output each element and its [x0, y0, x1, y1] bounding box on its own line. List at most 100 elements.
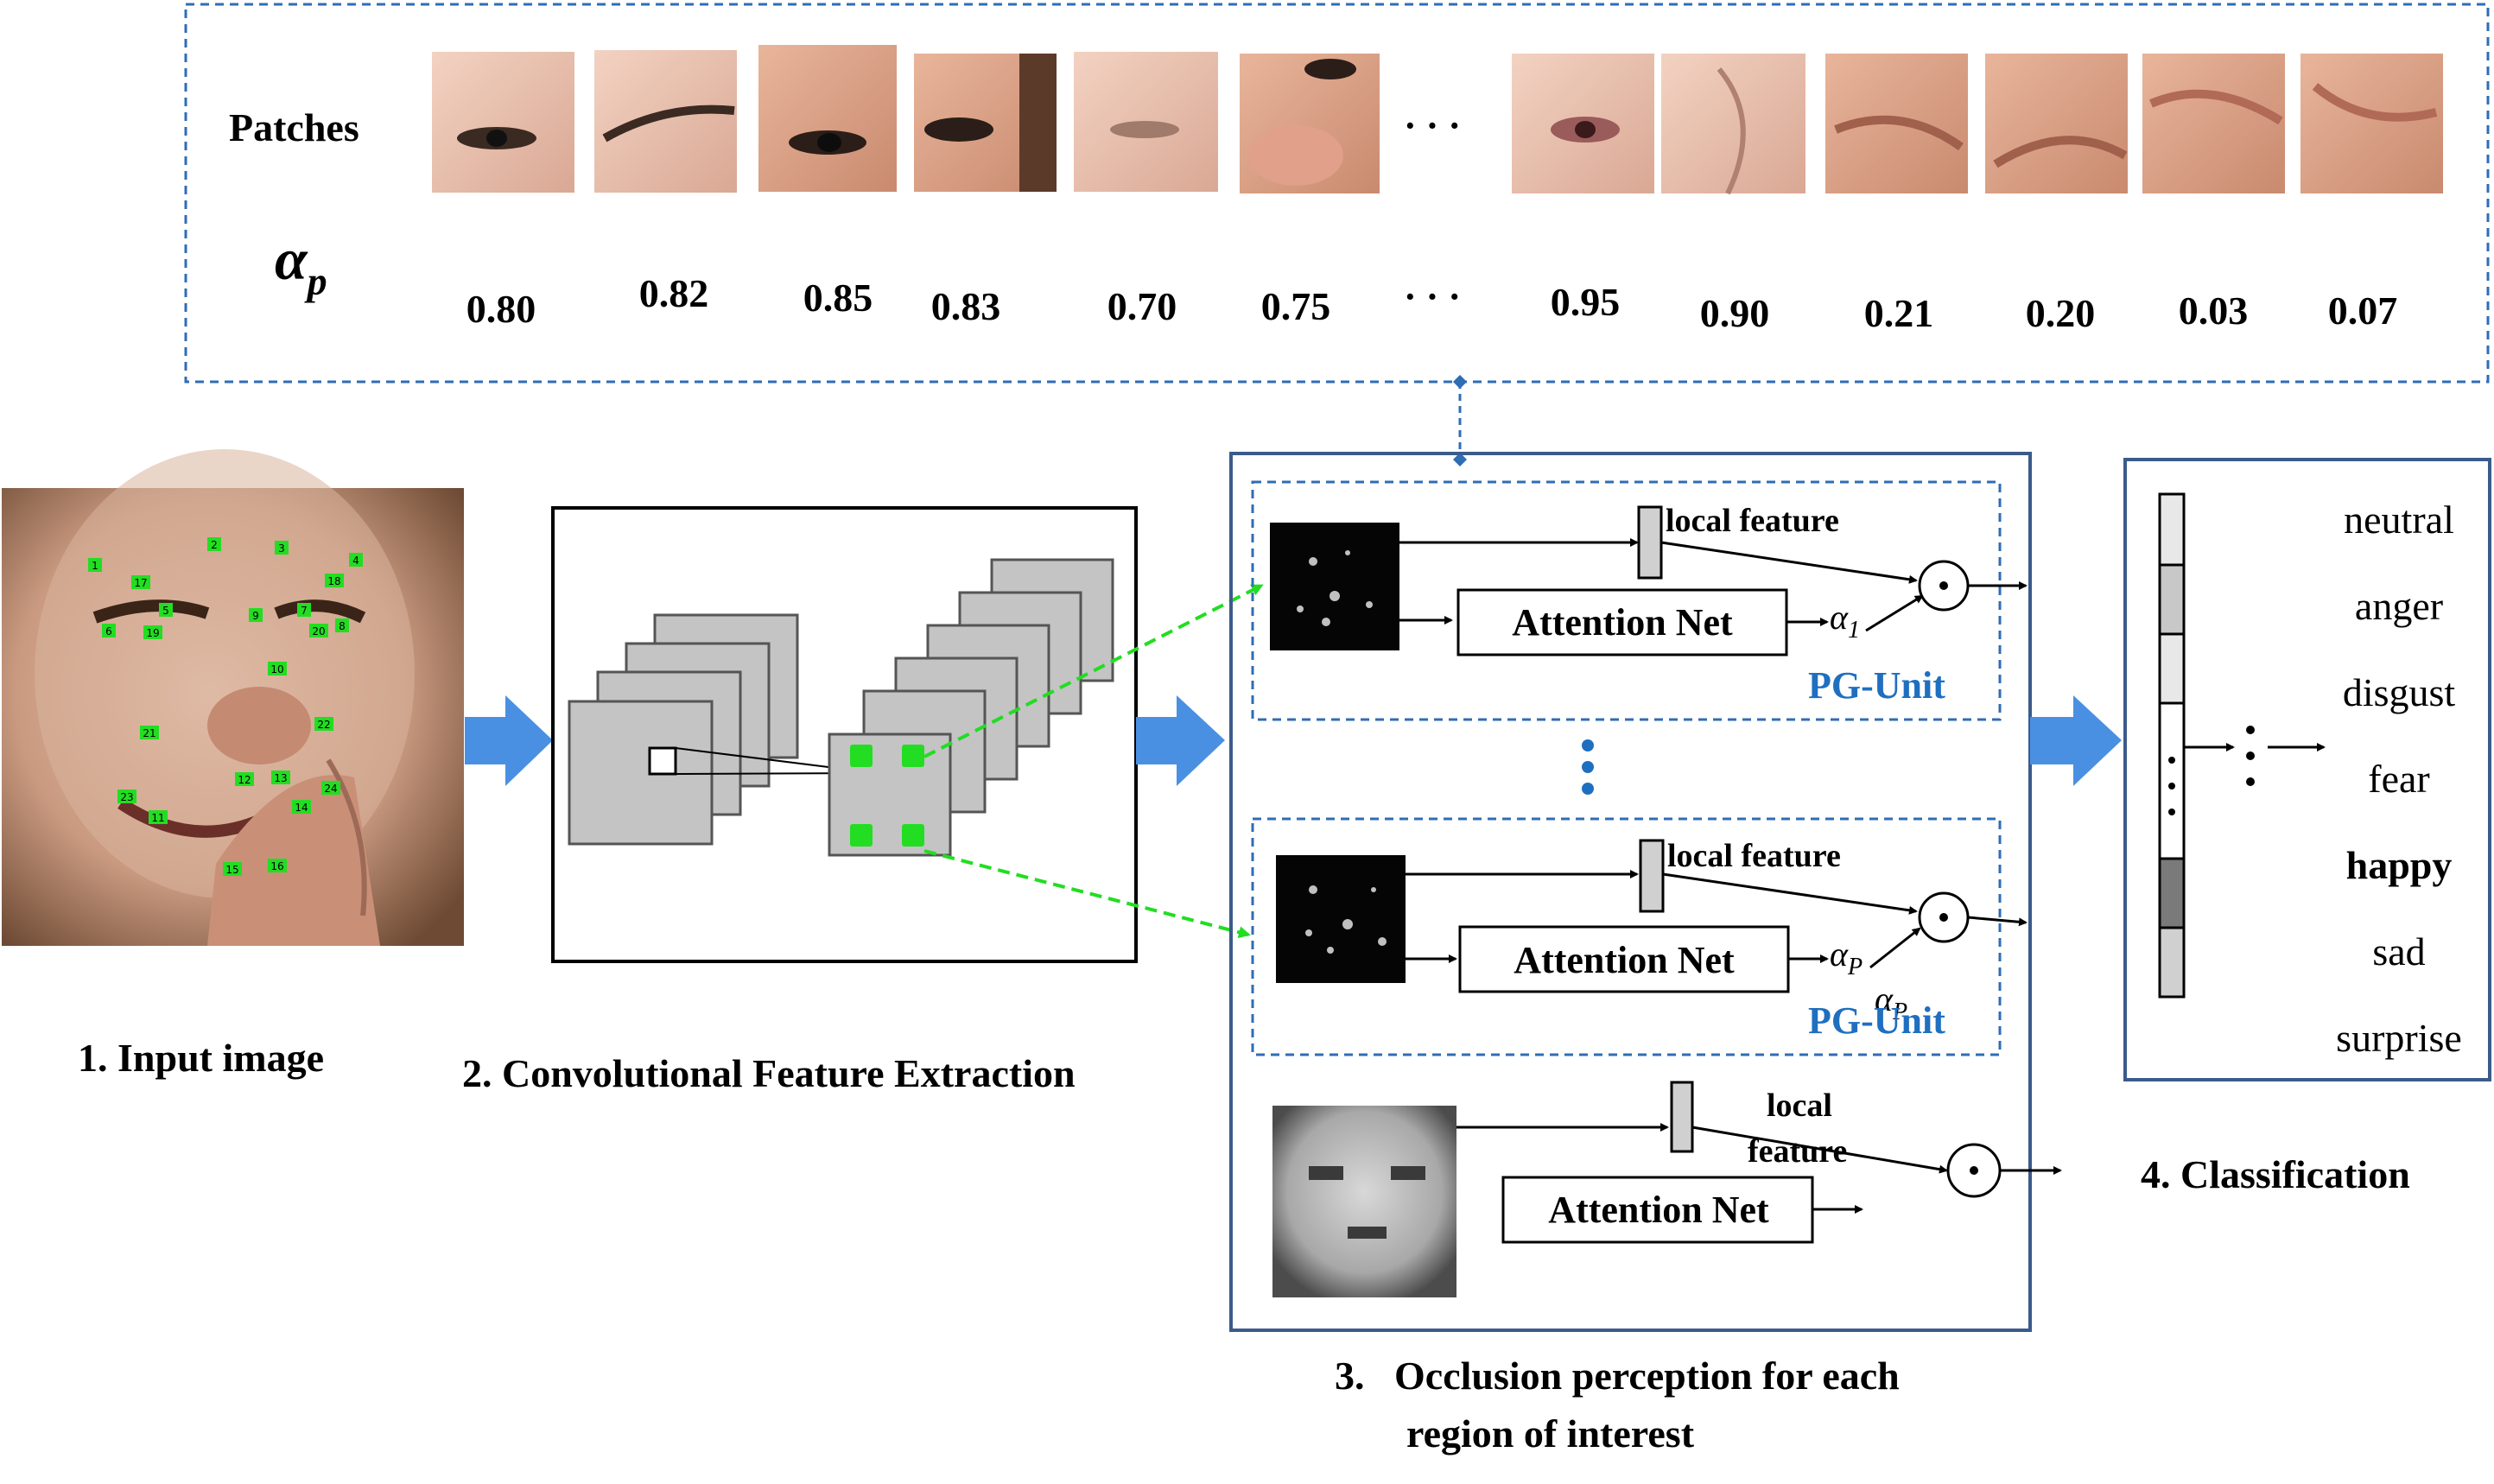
output-vector: [2158, 492, 2186, 999]
svg-text:7: 7: [301, 605, 308, 617]
svg-text:2: 2: [211, 539, 218, 551]
local-feature-bar: [1670, 1081, 1694, 1153]
landmark: 3: [275, 541, 289, 555]
svg-text:19: 19: [146, 627, 159, 639]
feature-to-unit1-arrow: [923, 584, 1264, 758]
flow-arrow: [2030, 695, 2122, 786]
patches-ellipsis: · · ·: [1404, 105, 1461, 147]
patch-image: [2142, 54, 2285, 193]
pg-unit-1-border: [1251, 480, 2002, 721]
input-feature-front: [568, 700, 714, 846]
step1-caption: 1. Input image: [78, 1036, 324, 1080]
svg-text:16: 16: [270, 860, 283, 872]
pg-unit-2: local feature Attention Net αP αP PG-Uni…: [1251, 817, 2028, 1056]
landmark: 20: [309, 624, 328, 637]
landmarks: 1 2 3 4 17 18 5 9 7 6 19 20 8 10 21 22 1…: [88, 537, 363, 876]
pg-unit-label: PG-Unit: [1808, 664, 1945, 707]
svg-text:4: 4: [352, 555, 359, 567]
svg-text:15: 15: [225, 864, 238, 876]
step2-caption: 2. Convolutional Feature Extraction: [462, 1051, 1076, 1095]
patch-image: [2300, 54, 2443, 193]
alpha-value: 0.80: [466, 287, 536, 331]
feature-points: [850, 745, 924, 847]
landmark: 18: [325, 574, 344, 587]
alpha-p-extra-label: αP: [1875, 980, 1907, 1025]
alpha-p-label: αP: [1830, 935, 1863, 980]
landmark: 9: [249, 608, 263, 622]
feature-map-speckle: [1297, 550, 1373, 626]
patch-image: [594, 50, 737, 193]
local-feature-label: local: [1767, 1088, 1832, 1124]
landmark: 14: [292, 800, 311, 814]
local-feature-label: local feature: [1666, 503, 1839, 539]
unit-vdots: [1582, 739, 1594, 795]
landmark: 6: [102, 624, 116, 637]
landmark: 21: [140, 726, 159, 739]
patches-panel-border: [184, 3, 2490, 384]
svg-text:8: 8: [339, 620, 346, 632]
attention-net-label: Attention Net: [1512, 601, 1733, 644]
attention-net-box[interactable]: [1458, 925, 1790, 993]
attention-net-label: Attention Net: [1548, 1189, 1769, 1231]
feature-map-speckle: [1305, 885, 1387, 954]
class-label: fear: [2368, 757, 2429, 801]
feature-map-image: [1276, 855, 1406, 983]
pg-unit-2-border: [1251, 817, 2002, 1056]
alpha-value: 0.95: [1551, 280, 1621, 324]
patches-label: Patches: [229, 105, 359, 149]
alpha-value: 0.82: [639, 271, 709, 315]
patch-image: [1512, 54, 1654, 193]
patch-image: [758, 45, 897, 192]
svg-text:24: 24: [324, 783, 337, 795]
pg-unit-label: PG-Unit: [1808, 999, 1945, 1042]
alpha-value: 0.90: [1700, 291, 1770, 335]
landmark: 8: [335, 618, 349, 632]
alpha-values: 0.80 0.82 0.85 0.83 0.70 0.75 0.95 0.90 …: [466, 271, 2398, 335]
class-label: surprise: [2336, 1016, 2462, 1060]
landmark: 16: [268, 859, 287, 872]
classification-box: neutral anger disgust fear happy sad sur…: [2123, 458, 2491, 1081]
patch-image: [432, 52, 574, 193]
alpha-value: 0.70: [1107, 284, 1177, 328]
local-feature-bar: [1637, 505, 1663, 580]
step3-caption-line1: 3. Occlusion perception for each: [1335, 1354, 1900, 1398]
alpha-value: 0.75: [1261, 284, 1331, 328]
global-unit: local feature Attention Net: [1272, 1081, 2062, 1297]
patch-image: [1985, 54, 2128, 193]
svg-text:3: 3: [278, 542, 285, 555]
svg-text:22: 22: [317, 719, 330, 731]
class-label: anger: [2355, 584, 2443, 628]
svg-text:6: 6: [105, 625, 112, 637]
svg-text:13: 13: [274, 772, 287, 784]
alpha-value: 0.21: [1864, 291, 1934, 335]
landmark: 5: [159, 603, 173, 617]
class-label: disgust: [2343, 670, 2456, 714]
global-face-image: [1272, 1106, 1456, 1297]
patch-image: [1661, 54, 1805, 195]
alpha-1-label: α1: [1830, 598, 1860, 644]
svg-text:12: 12: [238, 774, 251, 786]
svg-text:17: 17: [134, 577, 147, 589]
svg-text:18: 18: [327, 575, 340, 587]
alpha-value: 0.83: [931, 284, 1001, 328]
landmark: 23: [117, 790, 136, 803]
global-face-features: [1309, 1166, 1425, 1239]
alpha-value: 0.85: [803, 276, 873, 320]
alpha-ellipsis: · · ·: [1404, 276, 1461, 318]
receptive-field: [648, 746, 677, 776]
occlusion-box: [1229, 452, 2032, 1332]
svg-text:20: 20: [312, 625, 325, 637]
class-labels: neutral anger disgust fear happy sad sur…: [2336, 498, 2462, 1060]
vector-dots: [2168, 757, 2175, 815]
patch-image: [1074, 52, 1218, 192]
landmark: 15: [223, 862, 242, 876]
landmark: 4: [349, 553, 363, 567]
svg-text:9: 9: [252, 610, 259, 622]
patch-images: [432, 45, 2443, 195]
class-label: sad: [2372, 929, 2425, 973]
landmark: 24: [321, 781, 340, 795]
flow-arrow: [465, 695, 553, 786]
patch-image: [914, 54, 1057, 192]
landmark: 10: [268, 662, 287, 675]
attention-net-label: Attention Net: [1514, 939, 1735, 981]
